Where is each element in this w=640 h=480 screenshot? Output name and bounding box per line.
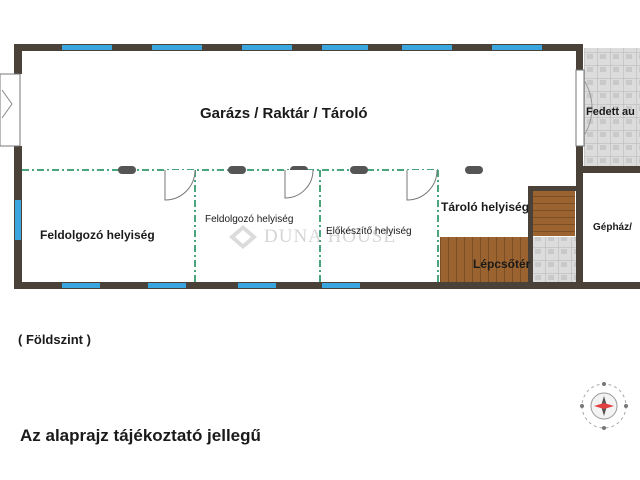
stairs-upper: [533, 190, 575, 236]
room-label-garage: Garázs / Raktár / Tároló: [200, 105, 368, 122]
partitions: [22, 169, 439, 282]
covered-gate: [575, 69, 593, 147]
tile-patch: [532, 237, 576, 283]
covered-area-floor: [584, 48, 640, 166]
interior-doors: [164, 169, 438, 201]
entry-door: [0, 73, 21, 147]
watermark: DUNA HOUSE: [228, 224, 396, 250]
room-label-machine: Gépház/: [593, 222, 632, 233]
room-label-stairs: Lépcsőtér: [473, 257, 531, 271]
watermark-text: DUNA HOUSE: [264, 226, 396, 247]
stairs-lower: [440, 237, 532, 282]
room-label-storage: Tároló helyiség: [441, 200, 530, 214]
room-label-prep: Előkészítő helyiség: [326, 226, 412, 237]
room-label-processing-1: Feldolgozó helyiség: [40, 228, 155, 242]
room-label-processing-2: Feldolgozó helyiség: [205, 214, 294, 225]
windows: [15, 45, 542, 288]
diamond-logo-icon: [229, 225, 257, 249]
room-label-covered: Fedett au: [586, 106, 635, 118]
disclaimer-note: Az alaprajz tájékoztató jellegű: [20, 426, 261, 445]
ceiling-fixtures: [118, 166, 483, 174]
compass-icon: [580, 382, 628, 430]
floor-level-label: ( Földszint ): [18, 332, 91, 347]
